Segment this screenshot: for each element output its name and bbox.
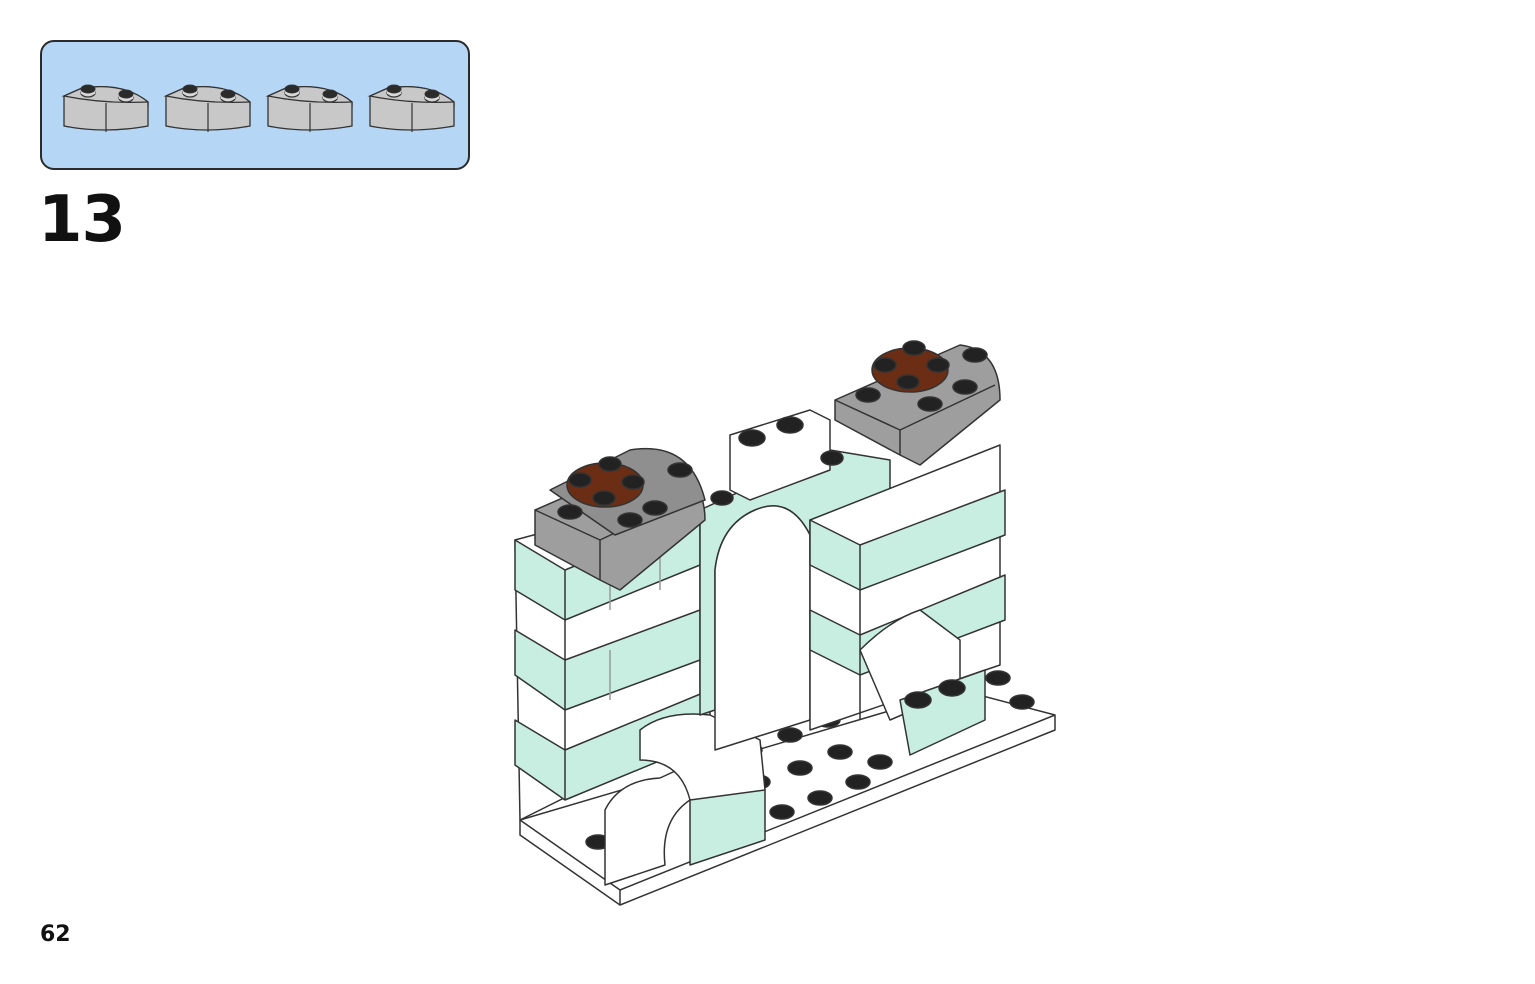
piece-4 [369, 84, 455, 133]
step-number: 13 [38, 183, 126, 257]
parts-list [63, 84, 455, 133]
parts-callout [40, 40, 470, 170]
piece-2 [165, 84, 251, 133]
brick-archway-model-icon [514, 340, 1056, 906]
piece-3 [267, 84, 353, 133]
page-number: 62 [40, 922, 71, 947]
piece-1 [63, 84, 149, 133]
